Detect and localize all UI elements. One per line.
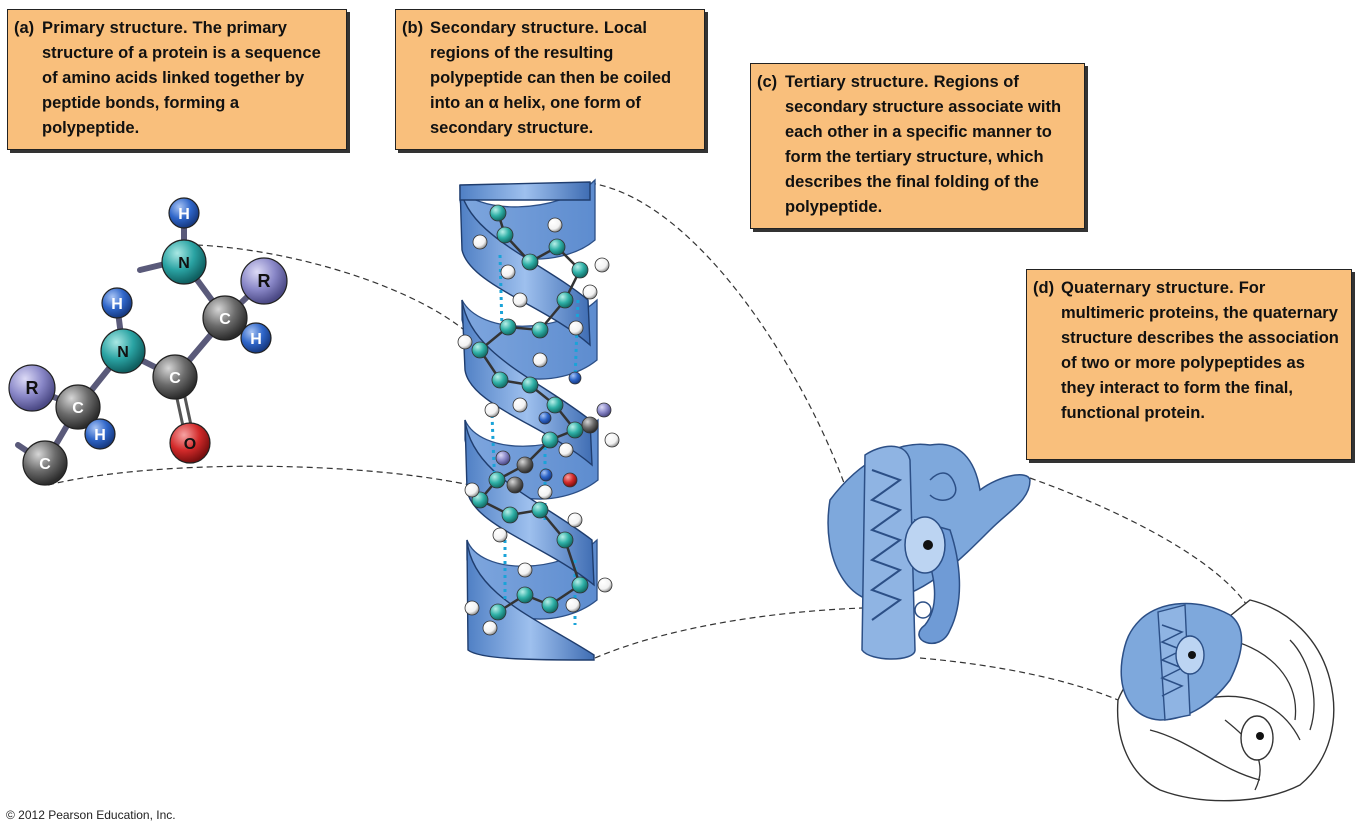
- panel-letter-d: (d): [1033, 279, 1055, 297]
- secondary-structure-text: Local regions of the resulting polypepti…: [430, 19, 672, 137]
- atom-label-c: C: [72, 400, 84, 417]
- quaternary-structure-heading: Quaternary structure.: [1061, 279, 1239, 297]
- carbon-atom: [202, 295, 248, 341]
- hydrogen-atom: [84, 418, 116, 450]
- panel-letter-a: (a): [14, 19, 35, 37]
- nitrogen-atom: [100, 328, 146, 374]
- atom-label-r: R: [26, 378, 39, 398]
- hydrogen-atom: [240, 322, 272, 354]
- atom-label-n: N: [117, 344, 129, 361]
- hydrogen-atom: [101, 287, 133, 319]
- panel-letter-c: (c): [757, 73, 778, 91]
- quaternary-structure-text: For multimeric proteins, the quaternary …: [1061, 279, 1339, 422]
- secondary-structure-box: (b) Secondary structure. Local regions o…: [395, 9, 705, 150]
- atom-label-c: C: [169, 370, 181, 387]
- atom-label-h: H: [94, 427, 106, 444]
- atom-label-o: O: [184, 436, 196, 453]
- tertiary-structure-text: Regions of secondary structure associate…: [785, 73, 1062, 216]
- carbon-atom: [55, 384, 101, 430]
- alpha-helix: [457, 178, 620, 661]
- quaternary-structure-box: (d) Quaternary structure. For multimeric…: [1026, 269, 1352, 460]
- primary-structure-text: The primary structure of a protein is a …: [42, 19, 321, 137]
- hydrogen-atom: [168, 197, 200, 229]
- atom-label-h: H: [111, 296, 123, 313]
- carbon-atom: [22, 440, 68, 486]
- r-group-atom: [8, 364, 56, 412]
- connector-lines: [47, 182, 1251, 701]
- primary-structure-heading: Primary structure.: [42, 19, 193, 37]
- atom-label-c: C: [39, 456, 51, 473]
- tertiary-structure-heading: Tertiary structure.: [785, 73, 934, 91]
- quaternary-structure-complex: [1116, 599, 1335, 802]
- atom-label-h: H: [250, 331, 262, 348]
- atom-label-r: R: [258, 271, 271, 291]
- panel-letter-b: (b): [402, 19, 424, 37]
- atom-label-c: C: [219, 311, 231, 328]
- nitrogen-atom: [161, 239, 207, 285]
- primary-structure-box: (a) Primary structure. The primary struc…: [7, 9, 347, 150]
- primary-structure-molecule: H N R C H H N C O R C H C: [8, 197, 288, 486]
- tertiary-structure-fold: [827, 443, 1031, 660]
- oxygen-atom: [169, 422, 211, 464]
- atom-label-n: N: [178, 255, 190, 272]
- atom-label-h: H: [178, 206, 190, 223]
- r-group-atom: [240, 257, 288, 305]
- secondary-structure-heading: Secondary structure.: [430, 19, 604, 37]
- tertiary-structure-box: (c) Tertiary structure. Regions of secon…: [750, 63, 1085, 229]
- carbon-atom: [152, 354, 198, 400]
- copyright-notice: © 2012 Pearson Education, Inc.: [6, 808, 176, 822]
